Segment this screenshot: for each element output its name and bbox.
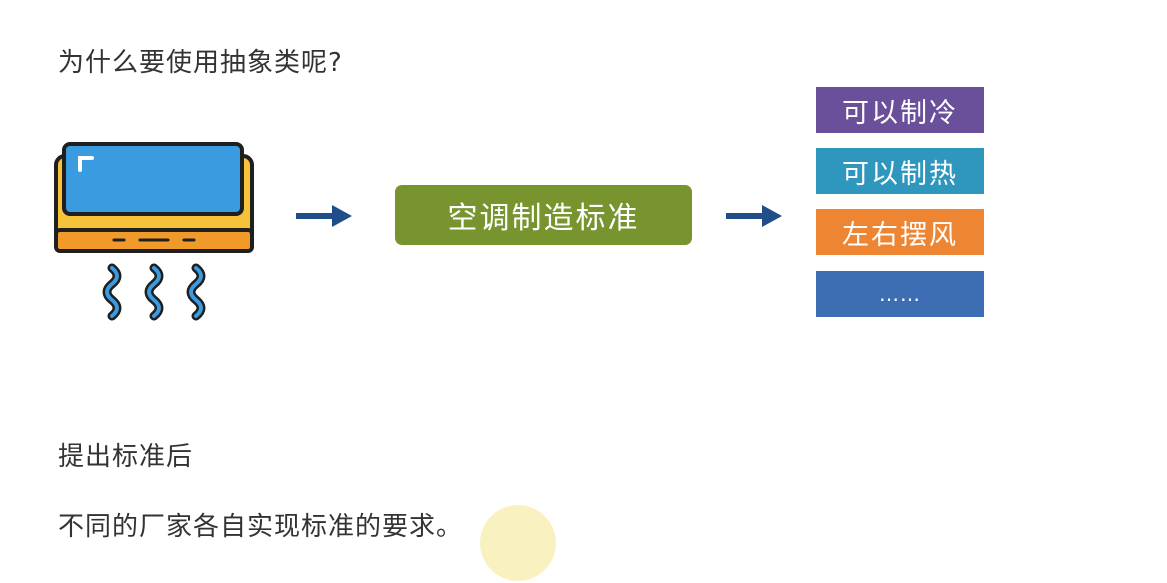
- standard-box-label: 空调制造标准: [447, 201, 640, 236]
- feature-label: 左右摆风: [842, 219, 958, 251]
- bottom-text-line-1: 提出标准后: [58, 442, 194, 472]
- feature-label: 可以制热: [842, 158, 958, 190]
- feature-more: ……: [816, 271, 984, 317]
- air-conditioner-icon: [54, 142, 254, 321]
- arrow-right-icon: [726, 205, 782, 227]
- bottom-text-line-2: 不同的厂家各自实现标准的要求。: [58, 512, 464, 542]
- feature-label: 可以制冷: [842, 97, 958, 129]
- feature-heating: 可以制热: [816, 148, 984, 194]
- cursor-highlight: [480, 505, 556, 581]
- page-title: 为什么要使用抽象类呢?: [58, 48, 343, 78]
- feature-label: ……: [879, 282, 921, 306]
- feature-swing: 左右摆风: [816, 209, 984, 255]
- feature-cooling: 可以制冷: [816, 87, 984, 133]
- standard-box: 空调制造标准: [395, 185, 692, 245]
- arrow-right-icon: [296, 205, 352, 227]
